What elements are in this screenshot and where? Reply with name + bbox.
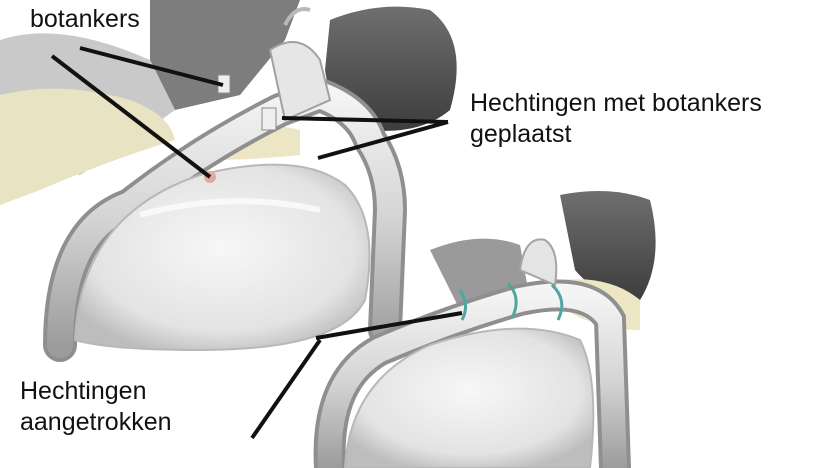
label-sutures-tightened: Hechtingen aangetrokken — [20, 376, 172, 438]
leader-line — [252, 340, 320, 438]
label-sutures-placed-line2: geplaatst — [470, 119, 762, 150]
bone-anchor — [262, 108, 276, 130]
label-sutures-tightened-line1: Hechtingen — [20, 376, 172, 407]
label-sutures-tightened-line2: aangetrokken — [20, 407, 172, 438]
label-sutures-placed: Hechtingen met botankers geplaatst — [470, 88, 762, 150]
illustration-sutures-placed — [0, 0, 457, 350]
label-bone-anchors: botankers — [30, 4, 140, 35]
label-sutures-placed-line1: Hechtingen met botankers — [470, 88, 762, 119]
